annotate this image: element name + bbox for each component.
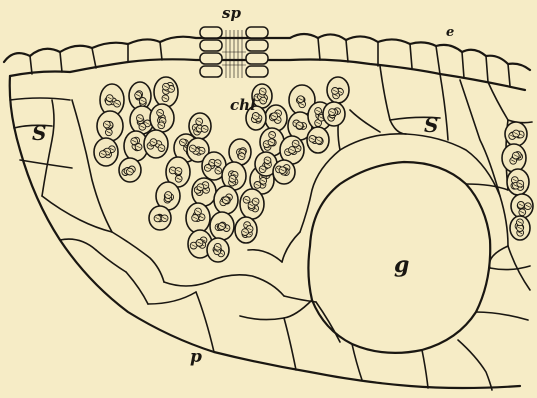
label-s-left: S [32, 121, 46, 145]
label-g: g [394, 252, 409, 278]
chlorenchyma-cell [94, 84, 124, 166]
label-e: e [446, 25, 454, 40]
label-p: p [190, 347, 202, 367]
label-s-right: S [424, 113, 438, 137]
label-sp: sp [222, 4, 241, 22]
label-chl: chl [230, 96, 256, 114]
chlorenchyma-cell [323, 77, 349, 126]
stoma [200, 27, 268, 78]
chlorenchyma-cells [94, 77, 533, 262]
